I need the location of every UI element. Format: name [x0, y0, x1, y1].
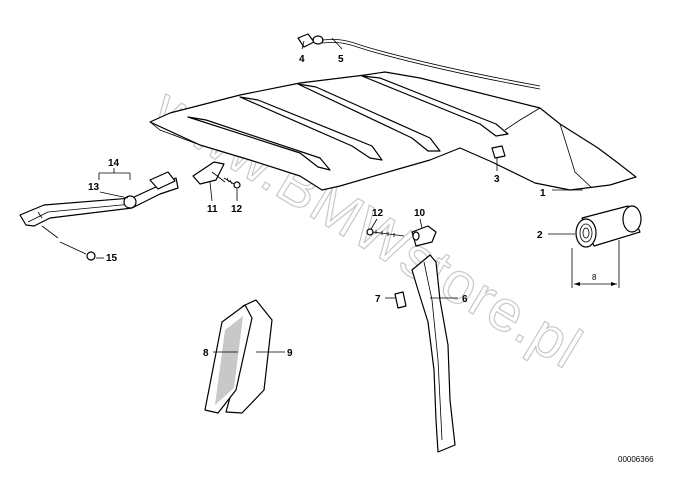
- callout-1: 1: [540, 188, 546, 199]
- callout-15: 15: [106, 253, 118, 264]
- callout-9: 9: [287, 348, 293, 359]
- dimension-label: 8: [592, 273, 597, 282]
- callout-2: 2: [537, 230, 543, 241]
- clip-part-3: [491, 145, 506, 159]
- callout-13: 13: [88, 182, 100, 193]
- callout-4: 4: [299, 54, 305, 65]
- callout-12-pillar: 12: [372, 208, 384, 219]
- callout-7: 7: [375, 294, 381, 305]
- callout-8: 8: [203, 348, 209, 359]
- callout-labels: 1 2 3 4 5 6 7 8 9 10 11 12 12 13 14 15: [88, 54, 546, 359]
- callout-6: 6: [462, 294, 468, 305]
- callout-5: 5: [338, 54, 344, 65]
- callout-3: 3: [494, 174, 500, 185]
- pillar-trim: [366, 225, 456, 453]
- cable-assembly: [297, 33, 541, 90]
- drawing-number: 00006366: [618, 455, 654, 464]
- callout-10: 10: [414, 208, 426, 219]
- canvas-roll: 8: [571, 205, 642, 288]
- hinge-bracket: [192, 161, 241, 189]
- callout-12-bracket: 12: [231, 204, 243, 215]
- soft-top-canvas: [149, 71, 637, 191]
- callout-14: 14: [108, 158, 120, 169]
- trim-strips: [204, 299, 273, 414]
- callout-11: 11: [207, 204, 218, 215]
- leader-lines: [96, 37, 583, 353]
- grab-strip: [19, 171, 179, 261]
